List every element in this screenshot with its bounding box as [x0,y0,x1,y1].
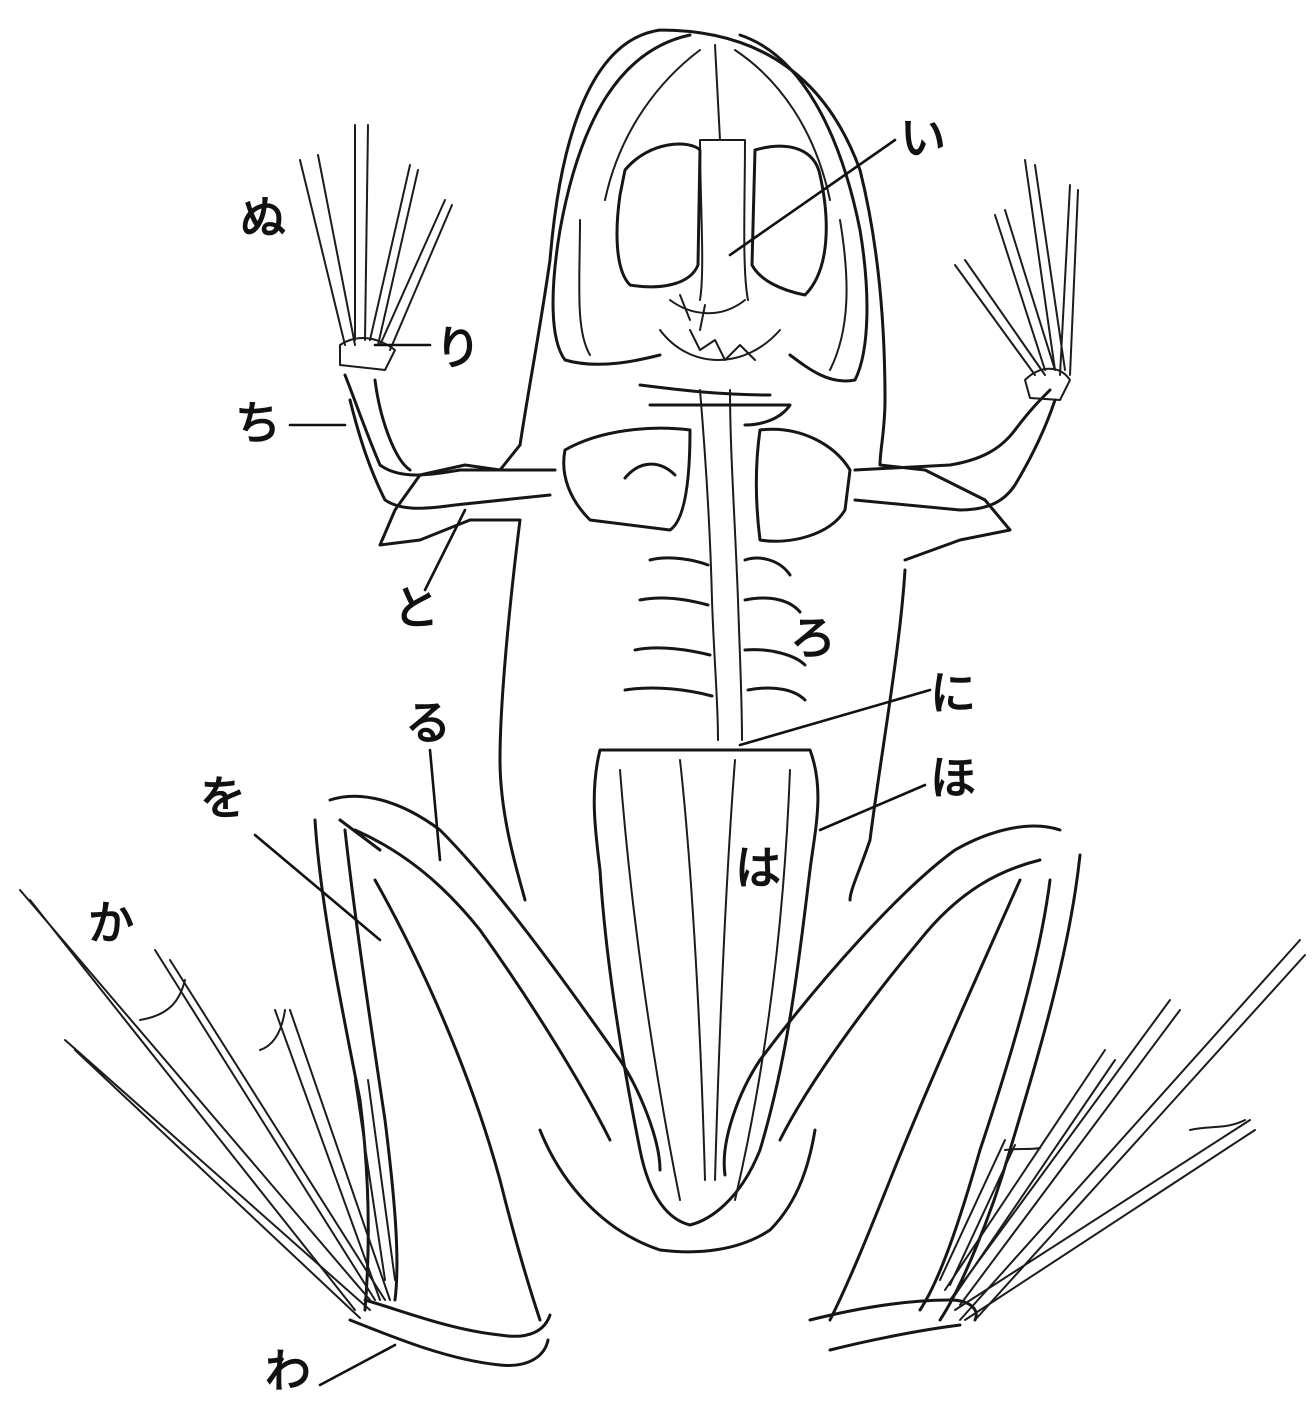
label-ri: り [435,325,481,371]
pelvis [594,750,818,1225]
label-ro: ろ [790,615,836,661]
clavicle-curve [625,464,675,478]
label-to: と [393,585,439,631]
left-tarsus [350,1300,550,1365]
label-ni: に [930,670,976,716]
leader-to [425,510,465,590]
left-arm [345,375,555,508]
left-orbit [617,144,700,287]
skull-outline [553,35,867,381]
leader-wa [320,1345,395,1385]
label-ha: は [735,845,781,891]
label-ru: る [405,700,451,746]
label-wo: を [200,775,246,821]
right-hand [955,160,1078,400]
right-foot [940,940,1305,1320]
left-tibia [315,820,540,1320]
leader-ru [430,750,440,860]
label-wa: わ [265,1348,311,1394]
label-i: い [900,115,946,161]
skull-inner-ridge [605,45,830,300]
skull-base-texture [680,295,755,360]
label-nu: ぬ [240,195,286,241]
label-ka: か [88,900,134,946]
left-hand [300,125,452,370]
right-orbit [752,146,826,295]
right-tibia [830,855,1080,1320]
label-ho: ほ [930,755,976,801]
left-foot [20,890,395,1318]
shoulder-girdle [564,385,850,541]
label-chi: ち [235,400,281,446]
leader-ni [740,690,930,745]
